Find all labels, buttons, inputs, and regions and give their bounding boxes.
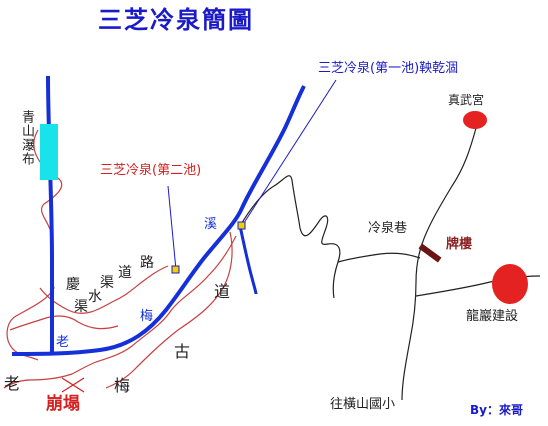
waterfall-marker — [40, 124, 58, 180]
collapse-label: 崩塌 — [46, 394, 80, 414]
author-label: By：來哥 — [470, 403, 523, 417]
pool2-label: 三芝冷泉(第二池) — [100, 163, 202, 178]
stream-label-mei: 梅 — [140, 309, 154, 324]
trail-label-lao: 老 — [4, 374, 21, 393]
stream-lower — [11, 85, 306, 356]
trail-label-dao: 道 — [214, 282, 231, 301]
toward-label: 往橫山國小 — [330, 397, 396, 412]
pool1-label: 三芝冷泉(第一池)鞅乾涸 — [318, 61, 459, 76]
map-title: 三芝冷泉簡圖 — [98, 6, 254, 34]
longyan-marker — [492, 264, 528, 304]
trail-label-mei: 梅 — [114, 376, 131, 395]
pool1-marker — [237, 221, 246, 230]
stream-label-lao: 老 — [56, 335, 70, 350]
waterfall-label: 青山瀑布 — [19, 110, 34, 166]
road-path — [239, 175, 341, 299]
temple-label: 真武宮 — [448, 93, 485, 107]
road-label-lu: 路 — [140, 255, 154, 271]
trail-path — [105, 231, 233, 389]
road-label-shui: 水 — [88, 289, 102, 305]
arch-label: 牌樓 — [446, 237, 473, 252]
road-path — [337, 252, 421, 263]
trail-path — [39, 265, 169, 314]
arch-marker — [418, 243, 442, 263]
trail-path — [9, 315, 119, 331]
pool2-pointer — [167, 185, 177, 271]
collapse-mark — [61, 377, 85, 393]
road-label-qing: 慶 — [66, 277, 80, 293]
road-label-qu: 渠 — [100, 275, 114, 291]
temple-marker — [463, 111, 487, 129]
pool1-pointer — [241, 79, 337, 227]
pool2-marker — [171, 265, 180, 274]
trail-path — [3, 235, 237, 389]
road-label-chun: 渠 — [74, 299, 88, 315]
trail-label-gu: 古 — [174, 342, 191, 361]
longyan-label: 龍巖建設 — [466, 309, 519, 324]
road-path — [401, 127, 477, 401]
stream-label-xi: 溪 — [204, 217, 218, 232]
stream-branch — [238, 225, 258, 295]
lane-label: 冷泉巷 — [368, 221, 408, 236]
stream-main — [46, 75, 55, 354]
road-label-dao: 道 — [118, 265, 132, 281]
